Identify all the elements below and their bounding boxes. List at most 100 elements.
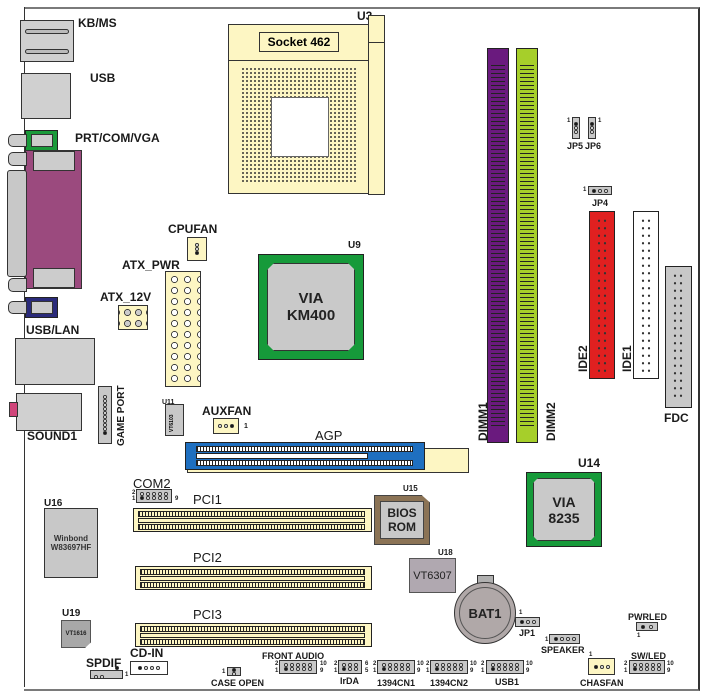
- dimm1-label: DIMM1: [476, 402, 490, 441]
- u19-ref: U19: [62, 608, 81, 619]
- usb1-pin1: 1: [481, 668, 485, 674]
- cn1394-2-header[interactable]: [430, 660, 468, 674]
- atx-pwr-connector[interactable]: [165, 271, 201, 387]
- u11-name: VT6103: [169, 414, 175, 432]
- com2-pin9: 9: [175, 496, 179, 502]
- com2-label: COM2: [133, 476, 171, 491]
- lan-screw-icon: [8, 301, 27, 314]
- cn1394-1-pin2: 2: [373, 661, 377, 667]
- swled-label: SW/LED: [631, 651, 666, 661]
- usb1-pin9: 9: [526, 668, 530, 674]
- cn1394-1-pin10: 10: [417, 661, 424, 667]
- sound-jack-icon: [9, 402, 18, 417]
- u11-chip: VT6103: [165, 404, 184, 436]
- board-outline: [24, 7, 700, 691]
- auxfan-pin1-label: 1: [244, 423, 248, 430]
- pci1-slot[interactable]: [133, 508, 372, 532]
- cpufan-label: CPUFAN: [168, 222, 218, 236]
- usb-label: USB: [90, 71, 116, 85]
- chasfan-pin1-label: 1: [589, 652, 593, 658]
- front-audio-pin2: 2: [275, 661, 279, 667]
- front-audio-header[interactable]: [279, 660, 317, 674]
- jp4-jumper[interactable]: [588, 186, 612, 195]
- southbridge-chip: VIA 8235: [526, 472, 602, 547]
- northbridge-line1: VIA: [298, 290, 324, 307]
- u19-chip: VT1616: [61, 620, 91, 648]
- u16-line2: W83697HF: [50, 543, 92, 552]
- front-audio-pin1: 1: [275, 668, 279, 674]
- cn1394-2-pin10: 10: [470, 661, 477, 667]
- spdif-label: SPDIF: [86, 656, 122, 670]
- u16-chip: Winbond W83697HF: [44, 508, 98, 578]
- southbridge-ref: U14: [578, 456, 601, 470]
- jp5-label: JP5: [567, 141, 584, 151]
- sound-port: [16, 393, 82, 431]
- u18-chip: VT6307: [409, 558, 456, 593]
- agp-label: AGP: [315, 428, 343, 443]
- jp6-jumper[interactable]: [588, 117, 596, 139]
- pwrled-label: PWRLED: [628, 612, 667, 622]
- cn1394-1-pin1: 1: [373, 668, 377, 674]
- jp1-pin1-label: 1: [519, 610, 523, 616]
- game-port-label: GAME PORT: [116, 385, 127, 446]
- cd-in-header[interactable]: [130, 661, 168, 675]
- atx-12v-label: ATX_12V: [100, 290, 152, 304]
- speaker-header[interactable]: [549, 634, 580, 644]
- bios-chip: BIOS ROM: [374, 495, 430, 545]
- cpu-lever[interactable]: [368, 15, 385, 195]
- usb-port: [21, 73, 71, 119]
- ide2-connector[interactable]: [589, 211, 615, 379]
- case-open-header[interactable]: [227, 667, 241, 676]
- irda-pin5: 5: [365, 668, 369, 674]
- dimm2-slot[interactable]: [516, 48, 538, 443]
- auxfan-header[interactable]: [213, 418, 239, 434]
- u19-name: VT1616: [65, 631, 87, 637]
- front-audio-pin10: 10: [320, 661, 327, 667]
- jp1-jumper[interactable]: [515, 617, 540, 627]
- swled-pin9: 9: [667, 668, 671, 674]
- cn1394-2-label: 1394CN2: [430, 678, 469, 688]
- case-open-label: CASE OPEN: [211, 678, 265, 688]
- prt-connector: [25, 130, 58, 151]
- cpufan-header[interactable]: [187, 237, 207, 261]
- fdc-connector[interactable]: [665, 266, 692, 408]
- usb1-header[interactable]: [486, 660, 524, 674]
- cpu-socket-cavity: [271, 97, 329, 157]
- com2-header[interactable]: [136, 489, 172, 503]
- northbridge-ref: U9: [348, 240, 361, 251]
- cn1394-2-pin9: 9: [470, 668, 474, 674]
- cn1394-2-pin2: 2: [426, 661, 430, 667]
- game-port-header: [98, 386, 112, 444]
- spdif-pin1-label: 1: [125, 672, 129, 678]
- com2-pin2: 2: [132, 490, 136, 496]
- atx-12v-connector[interactable]: [118, 305, 148, 330]
- spdif-header[interactable]: [90, 665, 123, 679]
- agp-slot[interactable]: [185, 442, 425, 470]
- cpu-socket[interactable]: Socket 462: [228, 24, 370, 194]
- u18-name: VT6307: [413, 569, 452, 582]
- fdc-label: FDC: [664, 411, 689, 425]
- jp6-label: JP6: [585, 141, 602, 151]
- southbridge-line1: VIA: [552, 493, 576, 510]
- pci3-slot[interactable]: [135, 623, 372, 647]
- ide2-label: IDE2: [576, 345, 590, 372]
- usb1-pin2: 2: [481, 661, 485, 667]
- u11-ref: U11: [162, 399, 175, 406]
- irda-header[interactable]: [338, 660, 362, 674]
- irda-pin1: 1: [334, 668, 338, 674]
- ide1-connector[interactable]: [633, 211, 659, 379]
- pci2-label: PCI2: [193, 550, 222, 565]
- pwrled-header[interactable]: [636, 622, 658, 631]
- chasfan-header[interactable]: [588, 658, 615, 675]
- ide1-label: IDE1: [620, 345, 634, 372]
- atx-pwr-label: ATX_PWR: [122, 258, 180, 272]
- jp5-jumper[interactable]: [572, 117, 580, 139]
- swled-header[interactable]: [629, 660, 665, 674]
- u16-ref: U16: [44, 498, 63, 509]
- dimm1-slot[interactable]: [487, 48, 509, 443]
- speaker-pin1-label: 1: [545, 637, 549, 643]
- usb-lan-label: USB/LAN: [26, 323, 80, 337]
- jp6-pin1-label: 1: [598, 118, 602, 124]
- pci2-slot[interactable]: [135, 566, 372, 590]
- cn1394-1-header[interactable]: [377, 660, 415, 674]
